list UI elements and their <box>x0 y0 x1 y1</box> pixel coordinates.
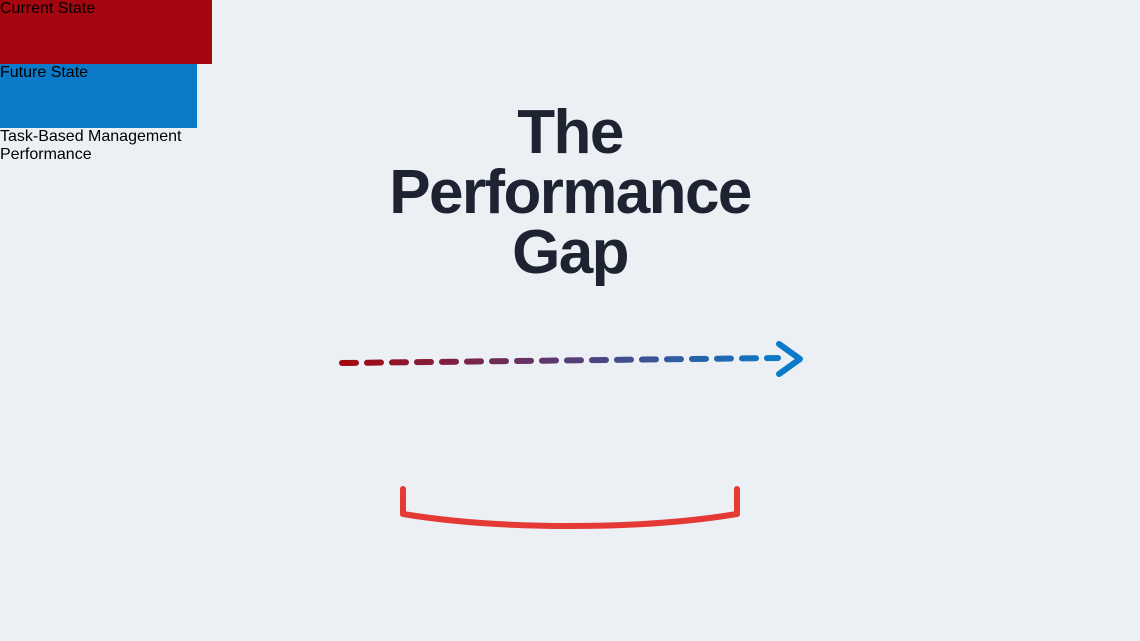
gap-bracket-icon <box>400 486 740 529</box>
current-state-caption: Task-Based Management <box>0 128 182 145</box>
current-state-box[interactable]: Current State <box>0 0 212 64</box>
future-state-box-label: Future State <box>0 64 89 81</box>
page-title: The Performance Gap <box>389 98 752 287</box>
future-state-box[interactable]: Future State <box>0 64 197 128</box>
current-state-box-label: Current State <box>0 0 96 17</box>
connector-arrowhead-icon <box>776 341 803 377</box>
connector-dashed-line <box>339 355 781 366</box>
gradient-dashed-arrow-icon <box>339 341 803 377</box>
future-state-caption: Performance <box>0 146 92 163</box>
gap-bracket-path <box>400 486 740 529</box>
